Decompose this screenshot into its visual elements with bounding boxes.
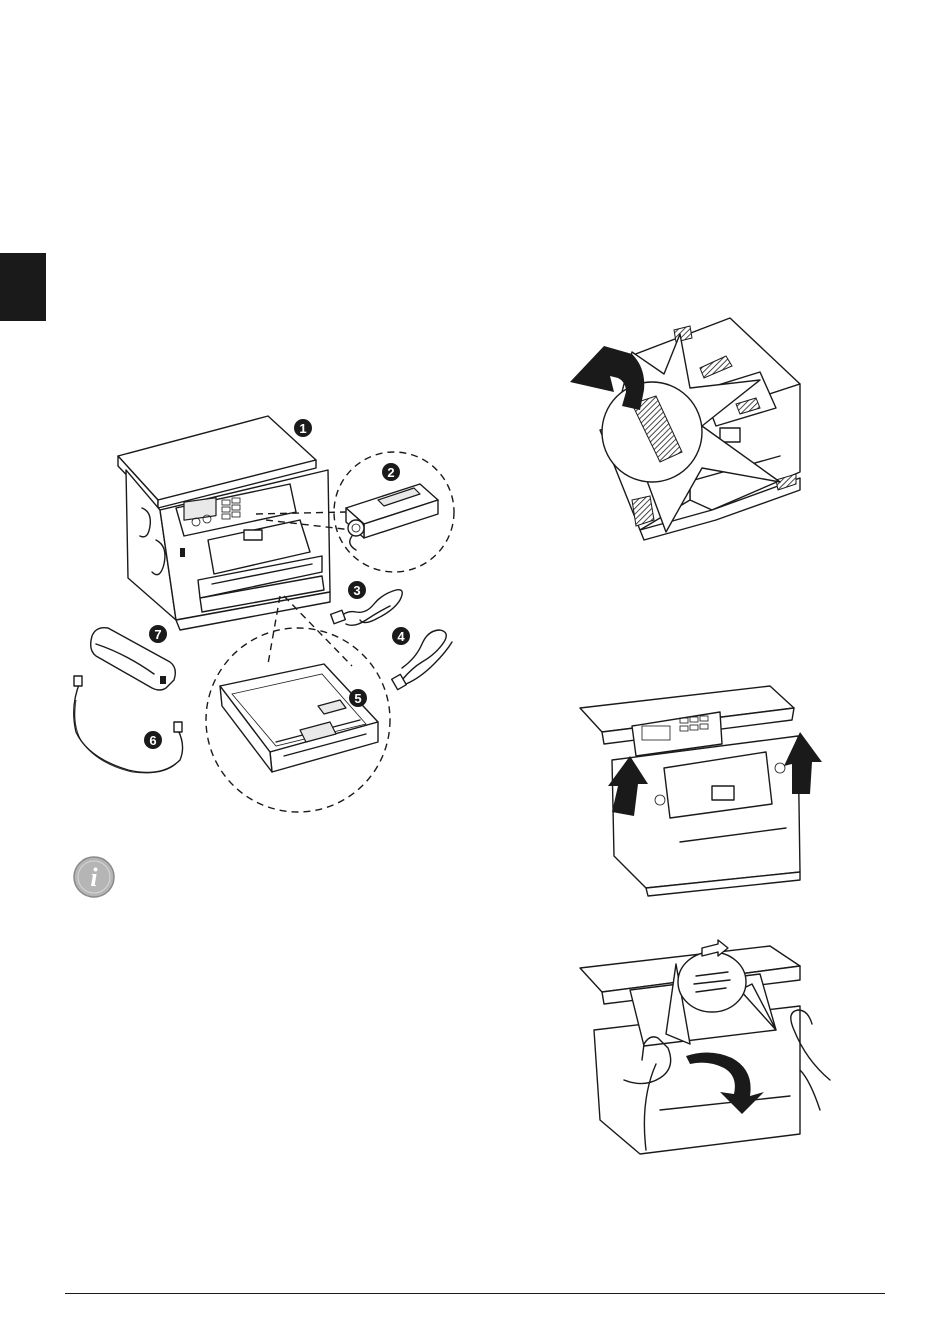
footer-rule (65, 1293, 885, 1294)
